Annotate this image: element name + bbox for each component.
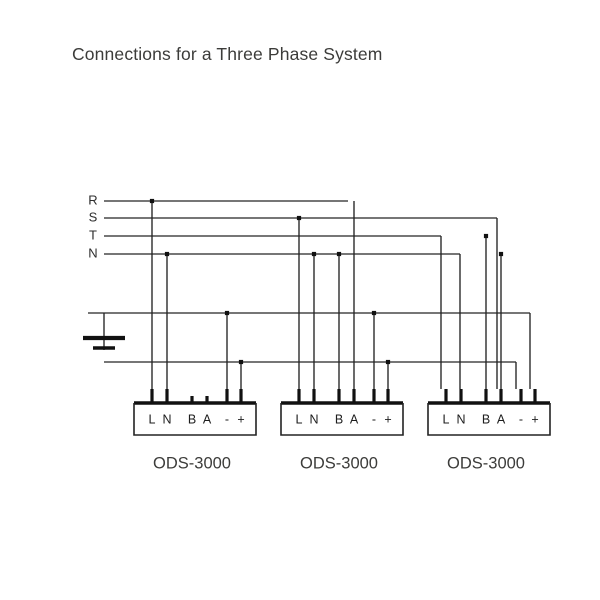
device-1-terminal-label-plus: + — [237, 412, 244, 426]
junction-dot-s-to-dev2-L — [296, 215, 302, 221]
bus-label-r: R — [88, 192, 97, 207]
device-3-terminal-label-plus: + — [531, 412, 538, 426]
device-2-terminal-label-A: A — [350, 412, 359, 426]
device-1-terminal-label-minus: - — [225, 412, 229, 426]
junction-dots-group — [149, 198, 504, 365]
junction-dot-neg-to-dev2 — [371, 310, 377, 316]
device-1-body[interactable] — [133, 403, 257, 436]
device-2-caption: ODS-3000 — [300, 454, 378, 472]
device-2-terminal-label-plus: + — [384, 412, 391, 426]
device-1-terminal-label-A: A — [203, 412, 212, 426]
device-3-body[interactable] — [427, 403, 551, 436]
junction-dot-pos-to-dev1 — [238, 359, 244, 365]
device-1-terminal-label-N: N — [162, 412, 171, 426]
junction-dot-n-to-dev2-B — [336, 251, 342, 257]
device-3-terminal-label-N: N — [456, 412, 465, 426]
junction-dot-n-to-dev1-N — [164, 251, 170, 257]
device-3-caption: ODS-3000 — [447, 454, 525, 472]
connection-wires-group — [151, 201, 531, 389]
ground-symbol — [83, 313, 125, 350]
junction-dot-n-to-dev3-A — [498, 251, 504, 257]
dc-bus-group — [88, 312, 530, 363]
device-3-terminal-label-B: B — [482, 412, 490, 426]
junction-dot-pos-to-dev2 — [385, 359, 391, 365]
page-title: Connections for a Three Phase System — [72, 44, 383, 64]
junction-dot-t-to-dev3-B — [483, 233, 489, 239]
device-2-terminal-label-B: B — [335, 412, 343, 426]
device-1-terminal-label-L: L — [149, 412, 156, 426]
junction-dot-neg-to-dev1 — [224, 310, 230, 316]
bus-label-t: T — [89, 227, 97, 242]
device-1-terminal-label-B: B — [188, 412, 196, 426]
device-2-body[interactable] — [280, 403, 404, 436]
device-3-terminal-label-L: L — [443, 412, 450, 426]
device-2-terminal-label-minus: - — [372, 412, 376, 426]
device-2-terminal-label-N: N — [309, 412, 318, 426]
phase-bus-group — [104, 200, 497, 255]
device-3-terminal-label-minus: - — [519, 412, 523, 426]
junction-dot-n-to-dev2-N — [311, 251, 317, 257]
bus-label-s: S — [89, 209, 98, 224]
device-3-terminal-label-A: A — [497, 412, 506, 426]
device-1-caption: ODS-3000 — [153, 454, 231, 472]
junction-dot-r-to-dev1-L — [149, 198, 155, 204]
device-2-terminal-label-L: L — [296, 412, 303, 426]
bus-label-n: N — [88, 245, 97, 260]
